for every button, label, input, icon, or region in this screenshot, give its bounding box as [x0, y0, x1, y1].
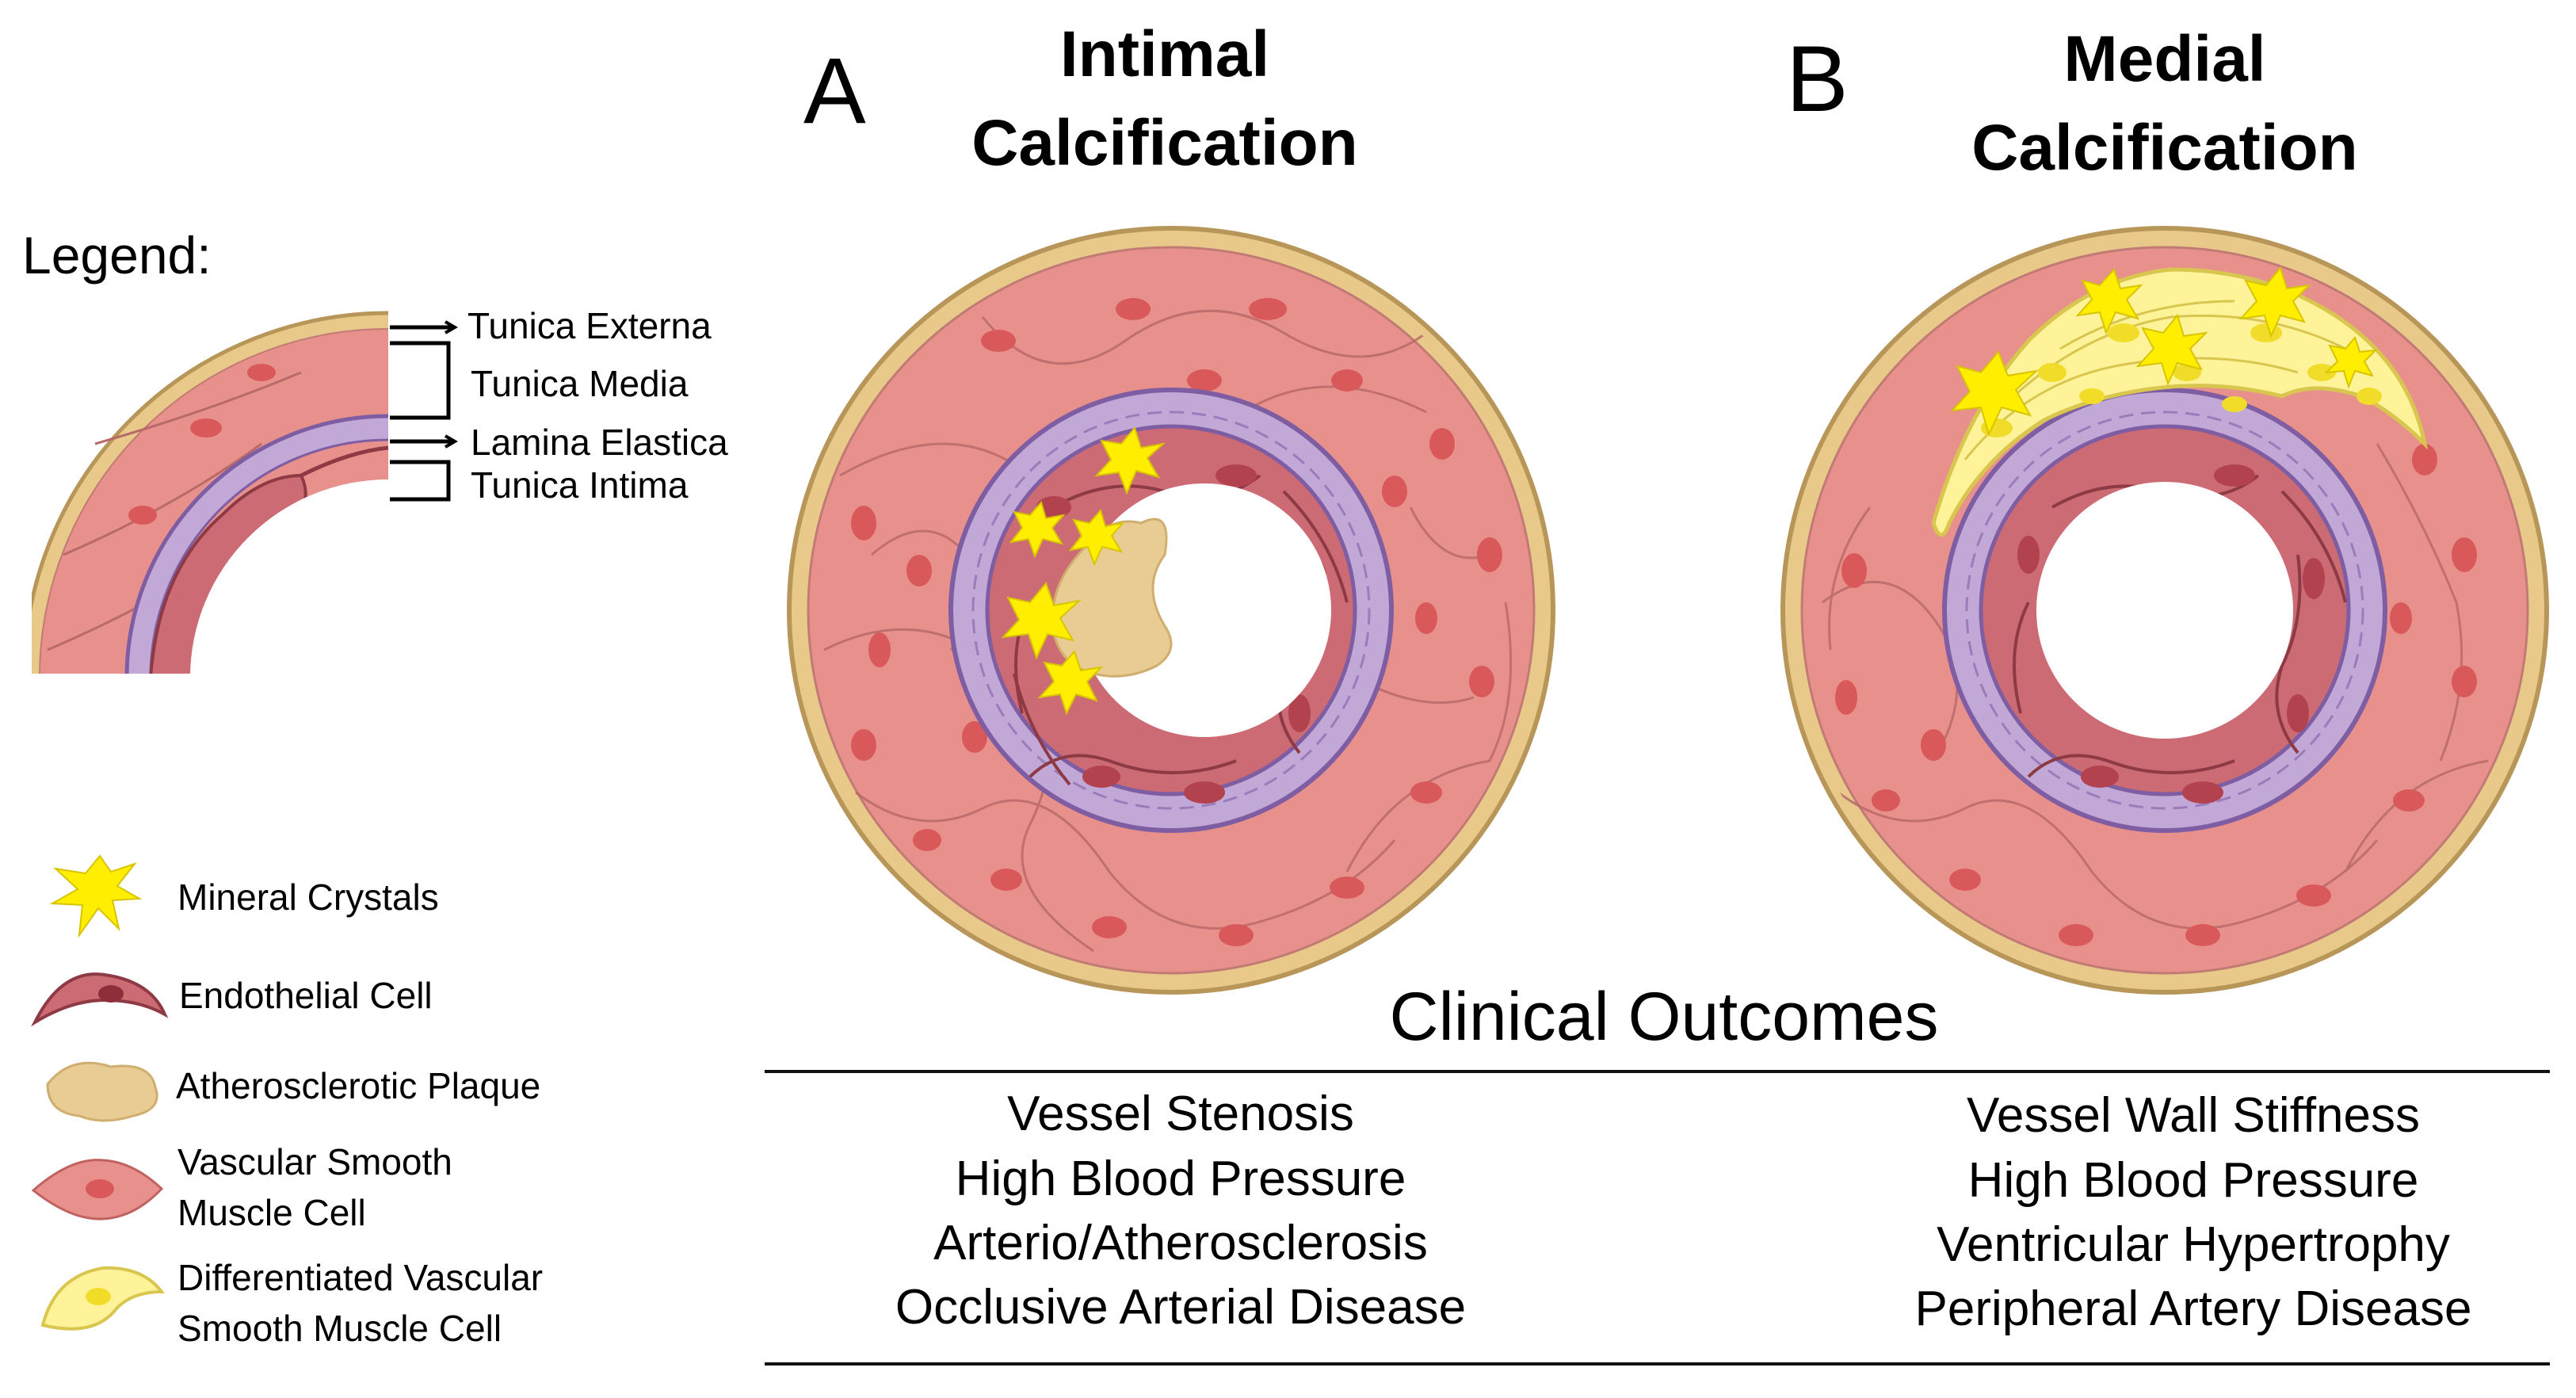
label-lamina-elastica: Lamina Elastica — [471, 422, 728, 463]
legend-heading: Legend: — [22, 226, 212, 285]
mineral-crystals-b — [1950, 265, 2378, 437]
panel-a-letter: A — [803, 39, 866, 143]
panel-a-title-line2: Calcification — [971, 107, 1358, 179]
layer-brackets — [390, 320, 458, 502]
legend-artery-quarter — [32, 311, 388, 674]
panel-b-title-line1: Medial — [2063, 23, 2265, 95]
legend-label-vsmc-line1: Vascular Smooth — [177, 1141, 452, 1182]
artery-medial-calcification — [1780, 226, 2549, 995]
mineral-crystal-icon — [49, 854, 143, 938]
label-tunica-media: Tunica Media — [471, 363, 689, 404]
legend-label-endothelial-cell: Endothelial Cell — [179, 975, 433, 1016]
medial-outcome-4: Peripheral Artery Disease — [1915, 1282, 2472, 1336]
legend-label-differentiated-line2: Smooth Muscle Cell — [177, 1308, 502, 1349]
legend-label-differentiated-line1: Differentiated Vascular — [177, 1257, 543, 1298]
intimal-outcome-4: Occlusive Arterial Disease — [895, 1280, 1466, 1335]
vascular-smooth-muscle-cell-icon — [31, 1159, 164, 1220]
medial-outcome-3: Ventricular Hypertrophy — [1937, 1217, 2450, 1272]
intimal-outcome-3: Arterio/Atherosclerosis — [933, 1216, 1428, 1270]
atherosclerotic-plaque-icon — [46, 1061, 158, 1122]
label-tunica-intima: Tunica Intima — [471, 464, 689, 506]
label-tunica-externa: Tunica Externa — [467, 305, 712, 346]
legend-label-mineral-crystals: Mineral Crystals — [177, 877, 439, 918]
clinical-outcomes-title: Clinical Outcomes — [1390, 979, 1939, 1055]
endothelial-cell-icon — [31, 972, 169, 1027]
medial-outcome-1: Vessel Wall Stiffness — [1967, 1088, 2420, 1143]
mineral-crystals-a — [1001, 426, 1166, 716]
panel-a-title-line1: Intimal — [1060, 18, 1269, 90]
legend-label-vsmc-line2: Muscle Cell — [177, 1192, 366, 1233]
legend-label-atherosclerotic-plaque: Atherosclerotic Plaque — [176, 1065, 540, 1106]
intimal-outcome-1: Vessel Stenosis — [1007, 1087, 1354, 1141]
medial-outcome-2: High Blood Pressure — [1968, 1153, 2419, 1208]
panel-b-letter: B — [1786, 27, 1849, 132]
differentiated-vsmc-icon — [40, 1266, 166, 1331]
differentiated-vsmc-region — [1931, 267, 2429, 537]
panel-b-title-line2: Calcification — [1971, 112, 2358, 184]
intimal-outcome-2: High Blood Pressure — [956, 1152, 1406, 1206]
artery-intimal-calcification — [787, 226, 1555, 995]
